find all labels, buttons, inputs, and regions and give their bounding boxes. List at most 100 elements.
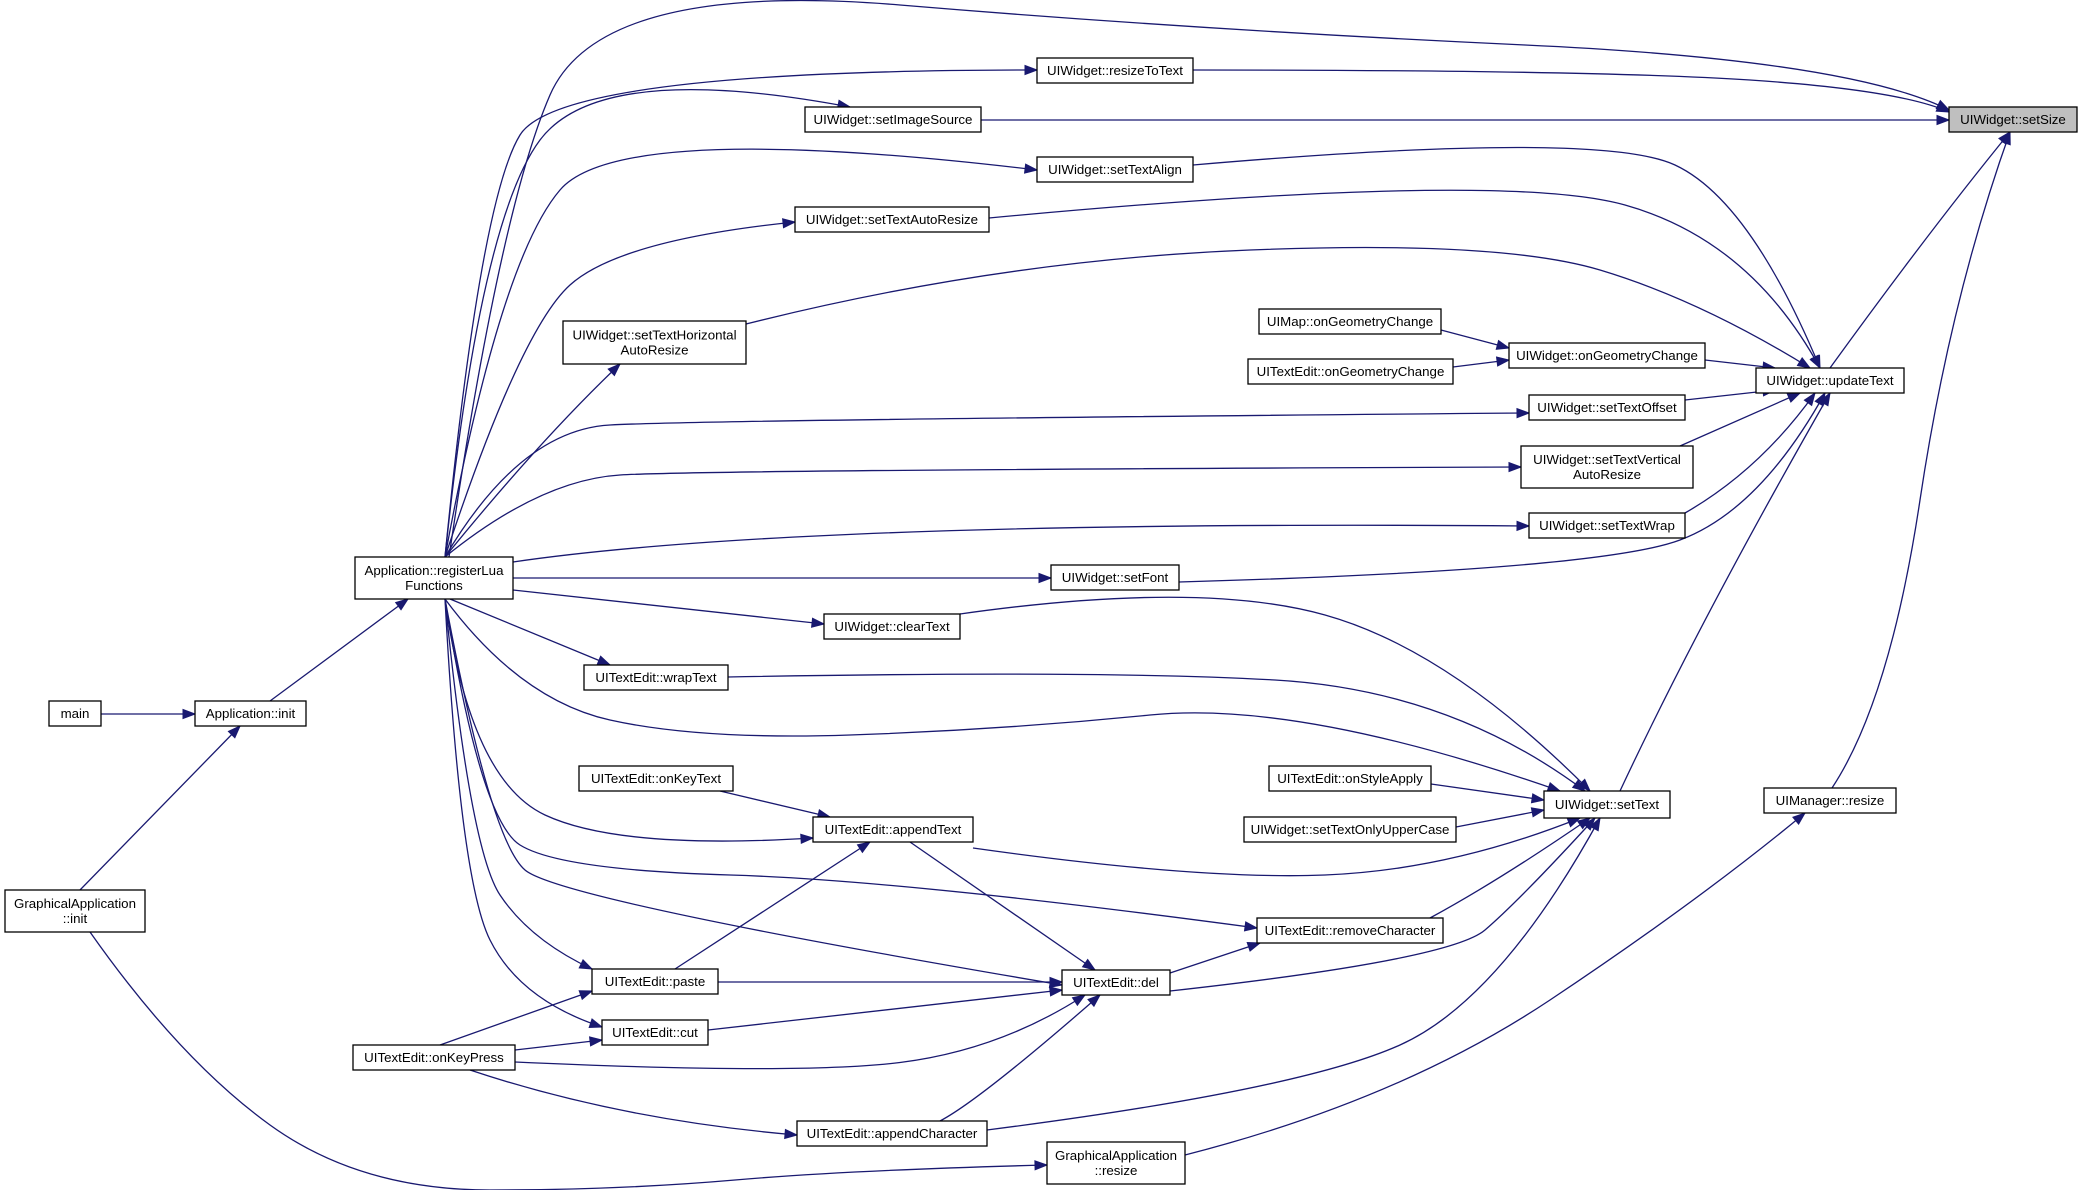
node-graphicalApplicationResize[interactable]: GraphicalApplication::resize (1046, 1141, 1186, 1185)
node-onKeyPress[interactable]: UITextEdit::onKeyPress (352, 1044, 516, 1071)
node-label: UIWidget::setTextHorizontal (572, 328, 736, 343)
node-uiWidgetOnGeometryChange[interactable]: UIWidget::onGeometryChange (1508, 342, 1706, 369)
edge-arrowhead (1024, 64, 1039, 76)
edge-registerLuaFunctions-to-setText (444, 598, 1561, 792)
node-main[interactable]: main (48, 700, 102, 727)
edge-arrowhead (784, 1128, 799, 1140)
edge-setText-to-updateText (1619, 392, 1831, 792)
node-uiMapOnGeometryChange[interactable]: UIMap::onGeometryChange (1258, 308, 1442, 335)
edge-setFont-to-updateText (1178, 392, 1826, 583)
node-removeCharacter[interactable]: UITextEdit::removeCharacter (1256, 917, 1444, 944)
edge-arrowhead (588, 1018, 604, 1029)
node-setImageSource[interactable]: UIWidget::setImageSource (804, 106, 982, 133)
node-setSize[interactable]: UIWidget::setSize (1948, 106, 2078, 133)
node-setTextOffset[interactable]: UIWidget::setTextOffset (1528, 394, 1686, 421)
node-clearText[interactable]: UIWidget::clearText (823, 613, 961, 640)
edge-arrowhead (596, 655, 612, 666)
edge-registerLuaFunctions-to-paste (444, 598, 593, 970)
node-onKeyText[interactable]: UITextEdit::onKeyText (578, 765, 734, 792)
node-box (562, 320, 747, 365)
edge-graphicalApplicationInit-to-applicationInit (79, 725, 241, 891)
edge-arrowhead (1936, 114, 1951, 126)
edge-onStyleApply-to-setText (1430, 783, 1545, 801)
node-label: UITextEdit::appendCharacter (807, 1126, 978, 1141)
node-appendCharacter[interactable]: UITextEdit::appendCharacter (796, 1120, 988, 1147)
edge-setTextWrap-to-updateText (1684, 392, 1816, 514)
node-paste[interactable]: UITextEdit::paste (591, 968, 719, 995)
node-label: UIWidget::setTextVertical (1533, 452, 1681, 467)
edge-del-to-setText (1169, 817, 1596, 992)
node-label: UIMap::onGeometryChange (1267, 314, 1433, 329)
edge-registerLuaFunctions-to-removeCharacter (444, 598, 1258, 929)
node-box (1528, 512, 1686, 539)
edge-arrowhead (2000, 130, 2011, 146)
node-setFont[interactable]: UIWidget::setFont (1050, 564, 1180, 591)
edge-arrowhead (394, 598, 410, 611)
edge-onKeyPress-to-del (514, 994, 1086, 1070)
node-updateText[interactable]: UIWidget::updateText (1755, 367, 1905, 394)
node-graphicalApplicationInit[interactable]: GraphicalApplication::init (4, 889, 146, 933)
edge-arrowhead (1819, 391, 1831, 407)
node-resizeToText[interactable]: UIWidget::resizeToText (1036, 57, 1194, 84)
edge-del-to-removeCharacter (1169, 942, 1261, 974)
node-label: Application::registerLua (365, 563, 505, 578)
node-setText[interactable]: UIWidget::setText (1543, 790, 1671, 819)
node-cut[interactable]: UITextEdit::cut (601, 1019, 709, 1046)
edge-arrowhead (1495, 339, 1511, 350)
node-setTextAlign[interactable]: UIWidget::setTextAlign (1036, 156, 1194, 183)
node-box (1520, 445, 1694, 489)
node-appendText[interactable]: UITextEdit::appendText (812, 816, 974, 843)
node-setTextWrap[interactable]: UIWidget::setTextWrap (1528, 512, 1686, 539)
node-setTextAutoResize[interactable]: UIWidget::setTextAutoResize (794, 206, 990, 233)
edge-arrowhead (811, 617, 826, 628)
node-label: UIWidget::resizeToText (1047, 63, 1183, 78)
node-box (823, 613, 961, 640)
edge-arrowhead (1803, 391, 1816, 407)
edge-arrowhead (1508, 461, 1523, 473)
node-box (804, 106, 982, 133)
node-label: UITextEdit::cut (612, 1025, 698, 1040)
node-box (1243, 816, 1457, 843)
node-box (1763, 787, 1897, 814)
node-box (48, 700, 102, 727)
edge-registerLuaFunctions-to-resizeToText (444, 69, 1038, 558)
edge-arrowhead (1577, 778, 1592, 793)
edge-paste-to-appendText (674, 841, 871, 970)
node-box (1061, 969, 1171, 996)
node-label: Application::init (206, 706, 296, 721)
node-box (583, 664, 729, 691)
node-applicationInit[interactable]: Application::init (194, 700, 307, 727)
edge-arrowhead (1038, 572, 1053, 584)
edge-clearText-to-setText (959, 596, 1591, 792)
edge-onKeyPress-to-paste (439, 990, 593, 1046)
edge-removeCharacter-to-setText (1429, 817, 1591, 919)
node-box (591, 968, 719, 995)
edge-registerLuaFunctions-to-cut (444, 598, 603, 1028)
node-box (1528, 394, 1686, 421)
node-label: UITextEdit::onStyleApply (1277, 771, 1423, 786)
node-box (1050, 564, 1180, 591)
node-box (1036, 156, 1194, 183)
node-onStyleApply[interactable]: UITextEdit::onStyleApply (1268, 765, 1432, 792)
node-label: Functions (405, 578, 463, 593)
edge-arrowhead (1048, 986, 1064, 997)
node-box (1258, 308, 1442, 335)
node-uiTextEditOnGeometryChange[interactable]: UITextEdit::onGeometryChange (1247, 358, 1454, 385)
edge-arrowhead (856, 841, 872, 854)
edge-setTextAlign-to-updateText (1192, 146, 1821, 369)
node-setTextOnlyUpperCase[interactable]: UIWidget::setTextOnlyUpperCase (1243, 816, 1457, 843)
edge-registerLuaFunctions-to-setTextAlign (444, 148, 1038, 558)
node-del[interactable]: UITextEdit::del (1061, 969, 1171, 996)
edge-arrowhead (782, 218, 797, 229)
node-label: UIWidget::setTextWrap (1539, 518, 1675, 533)
edge-arrowhead (1246, 941, 1262, 952)
node-wrapText[interactable]: UITextEdit::wrapText (583, 664, 729, 691)
node-box (352, 1044, 516, 1071)
node-uiManagerResize[interactable]: UIManager::resize (1763, 787, 1897, 814)
edge-arrowhead (1516, 520, 1531, 532)
edge-arrowhead (1589, 816, 1601, 832)
edge-arrowhead (1081, 958, 1097, 971)
